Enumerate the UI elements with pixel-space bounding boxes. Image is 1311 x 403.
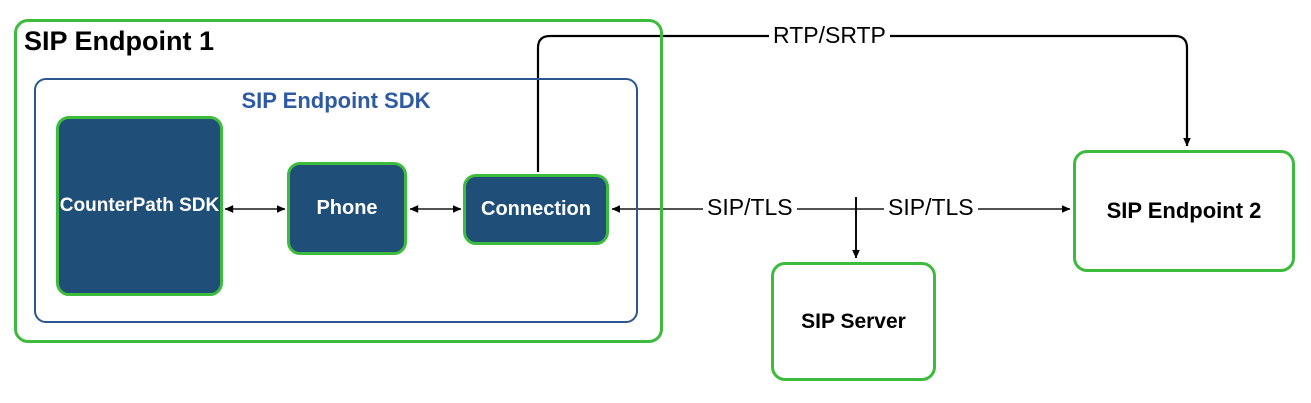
sip-endpoint-sdk-title: SIP Endpoint SDK	[241, 88, 431, 113]
rtp-srtp-label: RTP/SRTP	[769, 22, 890, 49]
phone-box[interactable]: Phone	[287, 162, 407, 255]
counterpath-sdk-box[interactable]: CounterPath SDK	[56, 116, 223, 296]
sip-endpoint-1-container	[14, 19, 663, 343]
sip-server-box[interactable]: SIP Server	[771, 262, 936, 381]
sip-endpoint-sdk-container	[34, 78, 638, 323]
sip-endpoint-2-box[interactable]: SIP Endpoint 2	[1073, 150, 1295, 272]
sip-tls-right-label: SIP/TLS	[884, 194, 978, 221]
sip-endpoint-2-label: SIP Endpoint 2	[1106, 198, 1262, 223]
sip-tls-left-label: SIP/TLS	[703, 194, 797, 221]
connection-box[interactable]: Connection	[463, 174, 609, 245]
connection-label: Connection	[481, 198, 591, 220]
counterpath-sdk-label: CounterPath SDK	[59, 195, 220, 217]
phone-label: Phone	[316, 197, 378, 219]
sip-server-label: SIP Server	[801, 309, 906, 333]
sip-endpoint-1-title: SIP Endpoint 1	[24, 26, 215, 56]
